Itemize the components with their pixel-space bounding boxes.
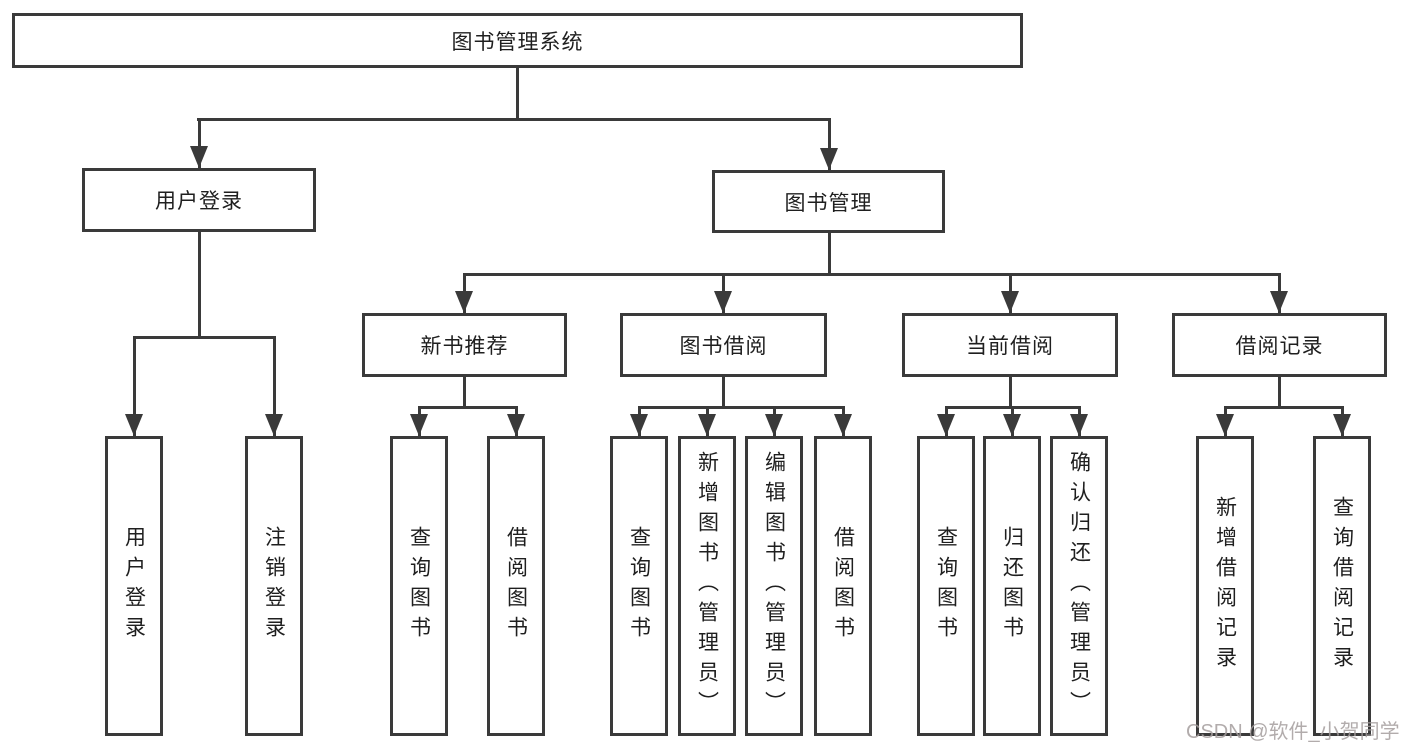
connector-current-borrow-stem (1009, 377, 1012, 409)
leaf-edit-books-admin-label: 编辑图书（管理员） (762, 451, 786, 721)
node-book-borrow-label: 图书借阅 (679, 335, 768, 358)
arrow-down-icon (834, 414, 852, 436)
leaf-return-books-label: 归还图书 (1000, 526, 1024, 646)
leaf-add-books-admin-label: 新增图书（管理员） (695, 451, 719, 721)
leaf-confirm-return-admin-label: 确认归还（管理员） (1067, 451, 1091, 721)
leaf-query-books-current: 查询图书 (917, 436, 975, 736)
leaf-return-books: 归还图书 (983, 436, 1041, 736)
leaf-logout: 注销登录 (245, 436, 303, 736)
leaf-confirm-return-admin: 确认归还（管理员） (1050, 436, 1108, 736)
connector-book-borrow-bar (638, 406, 845, 409)
leaf-query-books-recommend-label: 查询图书 (407, 526, 431, 646)
leaf-add-books-admin: 新增图书（管理员） (678, 436, 736, 736)
leaf-query-books-recommend: 查询图书 (390, 436, 448, 736)
arrow-down-icon (714, 291, 732, 313)
arrow-down-icon (937, 414, 955, 436)
node-new-book-recommend-label: 新书推荐 (420, 335, 509, 358)
arrow-down-icon (1333, 414, 1351, 436)
arrow-down-icon (455, 291, 473, 313)
node-current-borrow: 当前借阅 (902, 313, 1118, 377)
node-new-book-recommend: 新书推荐 (362, 313, 567, 377)
connector-borrow-records-stem (1278, 377, 1281, 409)
leaf-user-login: 用户登录 (105, 436, 163, 736)
leaf-borrow-books-recommend-label: 借阅图书 (504, 526, 528, 646)
arrow-down-icon (698, 414, 716, 436)
connector-drop-user-login (198, 118, 201, 168)
node-root-label: 图书管理系统 (451, 30, 584, 54)
leaf-borrow-books-recommend: 借阅图书 (487, 436, 545, 736)
connector-drop-leaf-user-login (133, 336, 136, 436)
leaf-borrow-books: 借阅图书 (814, 436, 872, 736)
leaf-user-login-label: 用户登录 (122, 526, 146, 646)
arrow-down-icon (1070, 414, 1088, 436)
leaf-query-borrow-record-label: 查询借阅记录 (1330, 496, 1354, 676)
connector-book-management-stem (828, 233, 831, 276)
connector-book-management-bar (463, 273, 1281, 276)
connector-new-book-recommend-bar (418, 406, 518, 409)
arrow-down-icon (265, 414, 283, 436)
arrow-down-icon (507, 414, 525, 436)
node-root: 图书管理系统 (12, 13, 1023, 68)
leaf-borrow-books-label: 借阅图书 (831, 526, 855, 646)
connector-drop-book-management (828, 118, 831, 170)
connector-drop-leaf-logout (273, 336, 276, 436)
arrow-down-icon (820, 148, 838, 170)
arrow-down-icon (1270, 291, 1288, 313)
leaf-add-borrow-record: 新增借阅记录 (1196, 436, 1254, 736)
node-book-borrow: 图书借阅 (620, 313, 827, 377)
node-book-management: 图书管理 (712, 170, 945, 233)
leaf-add-borrow-record-label: 新增借阅记录 (1213, 496, 1237, 676)
node-current-borrow-label: 当前借阅 (966, 335, 1054, 358)
connector-root-bar (197, 118, 831, 121)
connector-user-login-stem (198, 232, 201, 339)
node-borrow-records: 借阅记录 (1172, 313, 1387, 377)
leaf-query-books-borrow-label: 查询图书 (627, 526, 651, 646)
leaf-query-borrow-record: 查询借阅记录 (1313, 436, 1371, 736)
node-book-management-label: 图书管理 (784, 191, 873, 215)
node-user-login-label: 用户登录 (155, 190, 243, 213)
leaf-logout-label: 注销登录 (262, 526, 286, 646)
leaf-edit-books-admin: 编辑图书（管理员） (745, 436, 803, 736)
arrow-down-icon (410, 414, 428, 436)
node-user-login: 用户登录 (82, 168, 316, 232)
connector-root-stem (516, 68, 519, 121)
arrow-down-icon (190, 146, 208, 168)
arrow-down-icon (1216, 414, 1234, 436)
leaf-query-books-current-label: 查询图书 (934, 526, 958, 646)
arrow-down-icon (630, 414, 648, 436)
arrow-down-icon (765, 414, 783, 436)
connector-book-borrow-stem (722, 377, 725, 409)
arrow-down-icon (125, 414, 143, 436)
arrow-down-icon (1001, 291, 1019, 313)
leaf-query-books-borrow: 查询图书 (610, 436, 668, 736)
connector-borrow-records-bar (1224, 406, 1344, 409)
connector-new-book-recommend-stem (463, 377, 466, 409)
csdn-watermark: CSDN @软件_小贺同学 (1186, 721, 1400, 743)
arrow-down-icon (1003, 414, 1021, 436)
connector-user-login-bar (133, 336, 276, 339)
node-borrow-records-label: 借阅记录 (1235, 335, 1324, 358)
